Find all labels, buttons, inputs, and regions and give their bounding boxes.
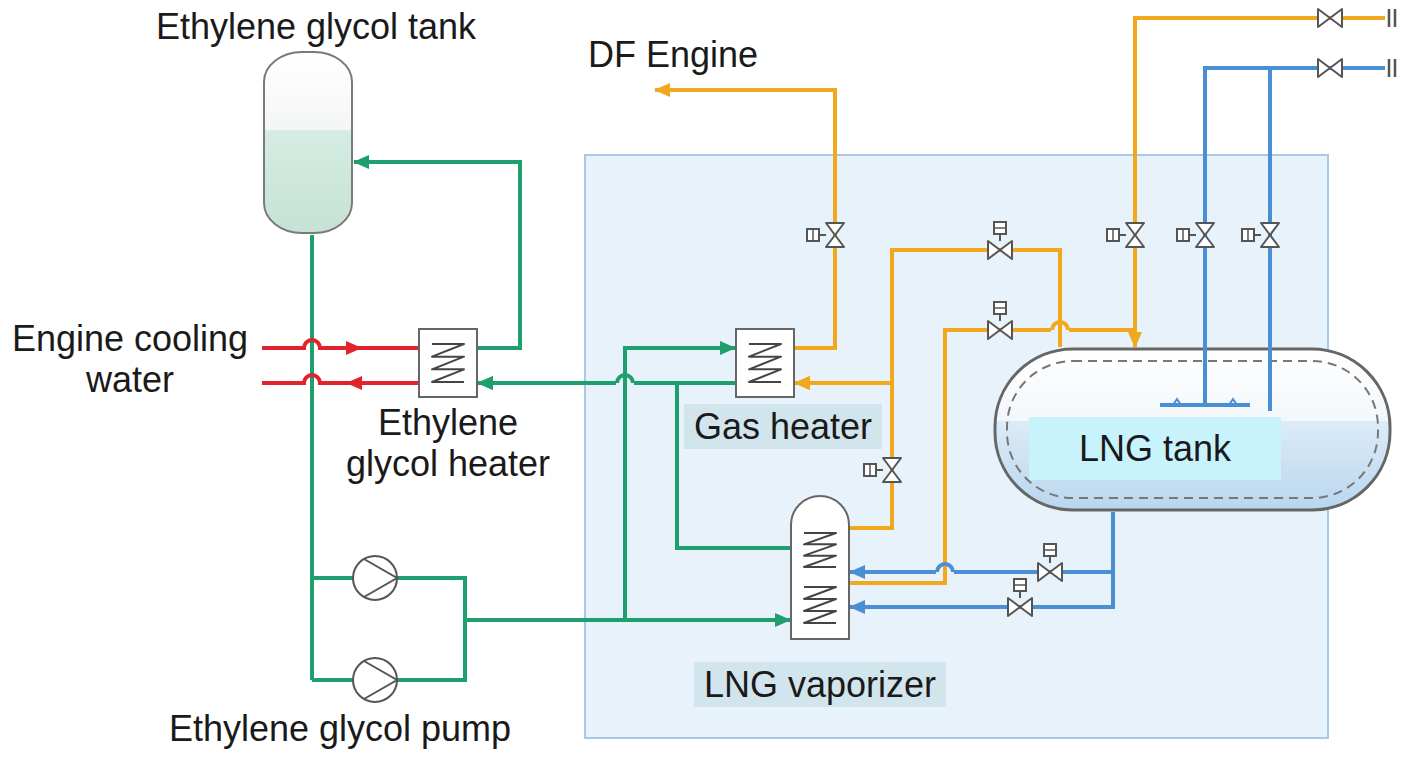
pump-group: Ethylene glycol pump bbox=[300, 556, 470, 702]
control-valve bbox=[1038, 544, 1062, 581]
node-label: LNG vaporizer bbox=[694, 662, 946, 707]
node-label: LNG tank bbox=[1029, 417, 1281, 480]
tank-insulation bbox=[1007, 361, 1378, 498]
equipment-area bbox=[585, 155, 1328, 738]
control-valve bbox=[1107, 223, 1144, 247]
flow-arrow bbox=[346, 341, 362, 355]
control-valve bbox=[988, 302, 1012, 339]
coil bbox=[749, 344, 781, 382]
coil bbox=[804, 533, 836, 567]
lng-tank: LNG tank bbox=[993, 347, 1392, 512]
node-shape bbox=[790, 495, 850, 640]
pump-symbol bbox=[353, 658, 397, 702]
tank-body bbox=[264, 52, 352, 233]
tank-shell bbox=[995, 349, 1390, 510]
control-valve bbox=[1177, 223, 1214, 247]
node-label: Gas heater bbox=[684, 404, 882, 449]
medium-label: Engine cooling water bbox=[10, 318, 250, 401]
control-valve bbox=[1008, 579, 1032, 616]
fuel-gas-line bbox=[655, 90, 835, 348]
pipe-end-cap bbox=[1389, 9, 1395, 77]
control-valve bbox=[1242, 223, 1279, 247]
pipe-connector bbox=[354, 162, 520, 348]
coil bbox=[432, 344, 464, 382]
flow-arrow bbox=[346, 376, 362, 390]
node-shape bbox=[300, 556, 470, 702]
liquid-line bbox=[1205, 68, 1385, 347]
exchanger-body bbox=[419, 329, 477, 397]
node-shape bbox=[418, 328, 478, 398]
pump-symbol bbox=[353, 556, 397, 600]
heat-exchanger: Gas heater bbox=[735, 328, 795, 398]
liquid-line bbox=[1268, 68, 1272, 347]
node-label: Ethylene glycol tank bbox=[156, 6, 476, 47]
coil bbox=[804, 587, 836, 623]
pump-manifold bbox=[312, 556, 470, 680]
manual-valve bbox=[1318, 9, 1342, 27]
exchanger-body bbox=[736, 329, 794, 397]
node-shape bbox=[262, 50, 354, 235]
manual-valve bbox=[1318, 59, 1342, 77]
vessel-body bbox=[791, 496, 849, 639]
glycol-tank: Ethylene glycol tank bbox=[262, 50, 354, 235]
pipe-connector bbox=[310, 235, 314, 556]
control-valve bbox=[807, 223, 844, 247]
destination-label: DF Engine bbox=[588, 34, 758, 75]
spray-line bbox=[1160, 347, 1270, 411]
node-shape bbox=[735, 328, 795, 398]
spray-nozzle bbox=[1173, 399, 1237, 405]
node-label: Ethylene glycol pump bbox=[169, 708, 511, 749]
heat-exchanger: Ethylene glycol heater bbox=[418, 328, 478, 398]
control-valve bbox=[988, 222, 1012, 259]
cooling-water-in bbox=[262, 340, 418, 348]
control-valve bbox=[864, 458, 901, 482]
node-label: Ethylene glycol heater bbox=[336, 402, 561, 485]
vapour-line bbox=[1135, 18, 1385, 347]
cooling-water-out bbox=[262, 375, 418, 383]
pipe-connector bbox=[850, 512, 1113, 572]
vaporizer: LNG vaporizer bbox=[790, 495, 850, 640]
